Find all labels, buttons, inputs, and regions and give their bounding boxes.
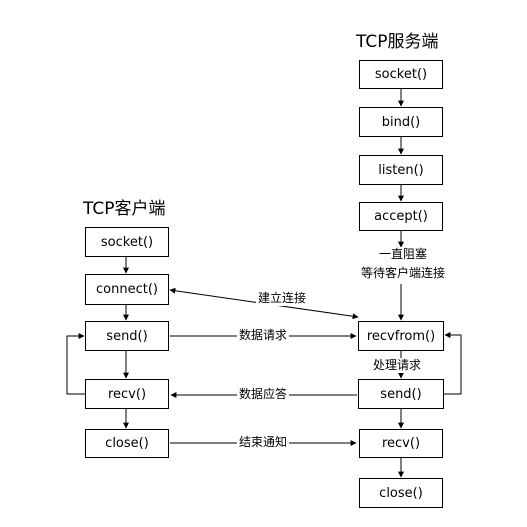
- server-socket-box: socket(): [359, 60, 443, 89]
- server-recvfrom-box: recvfrom(): [358, 321, 444, 351]
- response-label: 数据应答: [237, 387, 290, 402]
- server-listen-box: listen(): [359, 155, 443, 185]
- arrow-server-loop: [444, 332, 462, 395]
- server-bind-box: bind(): [359, 107, 443, 137]
- close-notice-label: 结束通知: [237, 435, 290, 450]
- server-close-box: close(): [359, 478, 443, 508]
- client-title: TCP客户端: [83, 199, 166, 219]
- arrow-client-loop: [66, 333, 85, 395]
- block-note-line2: 等待客户端连接: [349, 266, 457, 281]
- server-accept-box: accept(): [359, 202, 443, 231]
- client-recv-box: recv(): [85, 379, 169, 409]
- server-title: TCP服务端: [356, 32, 439, 52]
- connect-label: 建立连接: [256, 291, 309, 306]
- server-recv-box: recv(): [359, 429, 443, 458]
- client-connect-box: connect(): [85, 274, 169, 305]
- process-note: 处理请求: [371, 358, 424, 373]
- client-socket-box: socket(): [85, 227, 169, 257]
- client-send-box: send(): [85, 321, 169, 351]
- server-send-box: send(): [358, 379, 444, 409]
- client-close-box: close(): [85, 429, 169, 458]
- request-label: 数据请求: [237, 328, 290, 343]
- block-note-line1: 一直阻塞: [371, 247, 435, 262]
